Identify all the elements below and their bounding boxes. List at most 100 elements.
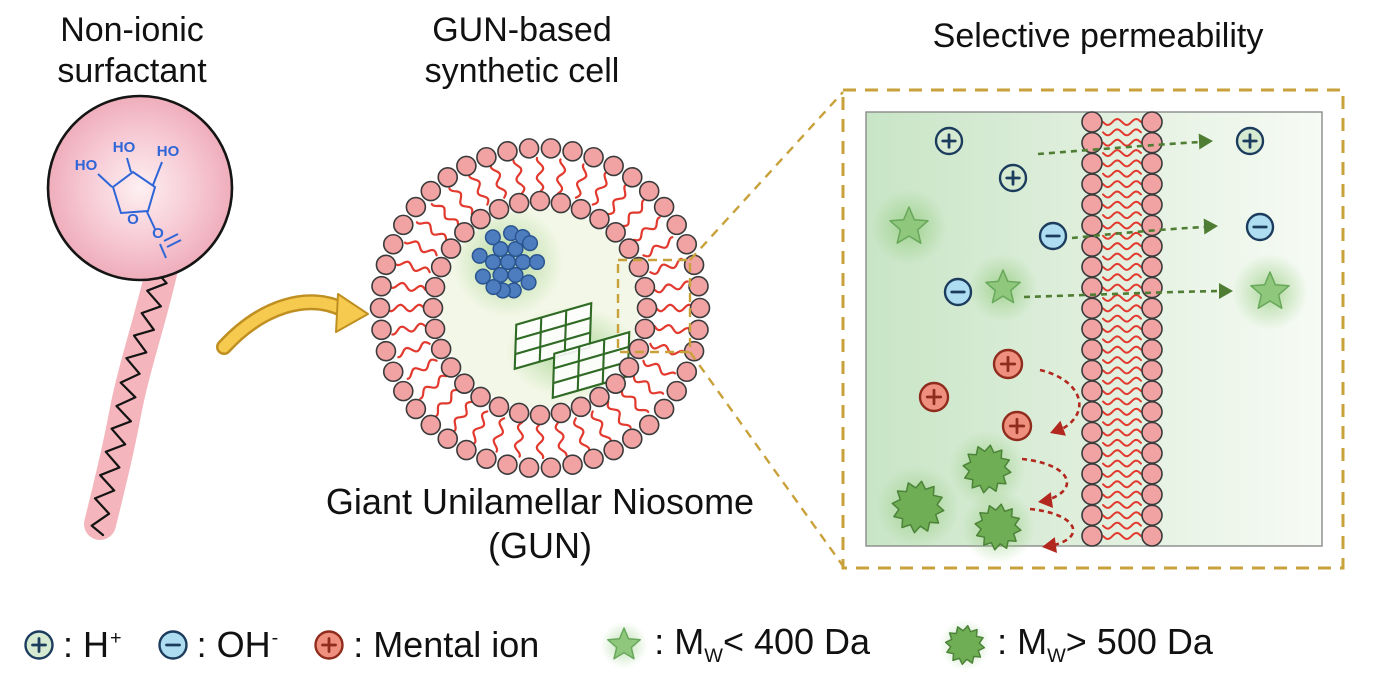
membrane-bead: [1081, 297, 1103, 320]
outer-bead: [689, 297, 711, 319]
membrane-bead: [1141, 256, 1163, 278]
metal-ion: [918, 381, 950, 413]
membrane-bead: [1081, 400, 1103, 423]
outer-bead: [603, 155, 624, 177]
enzyme-dot: [507, 240, 524, 258]
membrane-bead: [1081, 359, 1103, 382]
permeability-panel: [865, 111, 1323, 564]
lipid-tail: [649, 257, 683, 276]
inner-bead: [634, 276, 656, 298]
inner-bead: [628, 256, 650, 278]
inner-bead: [605, 373, 626, 394]
membrane-bead: [1081, 525, 1103, 547]
membrane-tail: [1102, 293, 1142, 302]
metal-ion: [314, 630, 344, 660]
lipid-tail: [606, 400, 632, 429]
oh-minus-ion: [1038, 221, 1068, 251]
membrane-tail: [1102, 366, 1142, 375]
outer-bead: [688, 275, 709, 297]
membrane-tail: [1102, 273, 1142, 282]
lipid-tail: [556, 158, 567, 195]
outer-bead: [497, 141, 518, 162]
inner-bead: [454, 373, 475, 394]
outer-bead: [653, 196, 675, 218]
lipid-tail: [391, 322, 427, 336]
outer-bead: [371, 275, 392, 297]
outer-bead: [540, 457, 562, 478]
bond: [97, 173, 113, 188]
inner-bead: [470, 386, 491, 408]
lipid-tail: [654, 303, 692, 313]
legend-item-metal-ion: : Mental ion: [312, 624, 539, 666]
outer-bead: [476, 448, 497, 470]
permeation-arrow: [1071, 225, 1206, 240]
small-molecule-star: [985, 269, 1021, 304]
outer-bead: [621, 428, 643, 450]
membrane-bead: [1141, 463, 1163, 485]
legend-item-mw-large: : MW> 500 Da: [940, 620, 1213, 670]
membrane-bead: [1081, 194, 1103, 216]
bond: [166, 239, 182, 248]
outer-bead: [405, 196, 427, 218]
inner-bead: [488, 198, 510, 220]
inner-bead: [529, 404, 551, 426]
membrane-bead: [1141, 235, 1163, 257]
inner-bead: [570, 198, 592, 220]
membrane-bead: [1141, 483, 1163, 506]
membrane-tail: [1102, 324, 1142, 334]
membrane-tail: [1102, 428, 1142, 437]
membrane-bead: [1081, 421, 1103, 444]
inner-bead: [508, 402, 530, 424]
membrane-bead: [1081, 483, 1103, 506]
enzyme-dot: [507, 266, 524, 284]
lattice-line: [563, 310, 568, 355]
membrane-bead: [1081, 152, 1103, 175]
membrane-tail: [1102, 283, 1142, 292]
lipid-tail: [395, 260, 431, 274]
enzyme-dot: [484, 229, 501, 246]
lipid-tail: [535, 156, 545, 194]
lipid-tail: [572, 417, 591, 451]
outer-bead: [653, 398, 675, 420]
metal-ion-icon: [314, 630, 344, 660]
membrane-bead: [1081, 463, 1103, 485]
permeation-arrowhead: [1203, 218, 1218, 235]
lipid-tail: [620, 198, 646, 228]
selective-permeability-label: Selective permeability: [932, 17, 1264, 55]
lattice-line: [576, 346, 581, 391]
lipid-tail: [632, 216, 661, 242]
outer-bead: [437, 428, 459, 450]
outer-bead: [382, 361, 404, 383]
inner-bead: [589, 208, 610, 230]
membrane-bead: [1081, 504, 1103, 527]
membrane-bead: [1141, 276, 1163, 299]
outer-bead: [405, 398, 427, 420]
membrane-bead: [1081, 338, 1103, 361]
outer-bead: [638, 414, 660, 436]
membrane-tail: [1102, 242, 1142, 251]
outer-bead: [540, 138, 562, 159]
membrane-tail: [1102, 159, 1142, 168]
outer-bead: [676, 233, 698, 255]
inner-bead: [440, 357, 462, 378]
h-plus-ion-icon: [24, 630, 54, 660]
lipid-tail: [554, 421, 568, 457]
arrow-body: [218, 296, 350, 353]
permeation-arrow: [1037, 140, 1201, 156]
outer-bead: [476, 146, 497, 168]
lattice-sheet: [551, 330, 631, 400]
membrane-tail: [1102, 304, 1142, 313]
inner-bead: [508, 192, 530, 214]
membrane-bead: [1141, 111, 1163, 133]
molecule-label: HO: [113, 139, 136, 156]
zoom-source-box: [616, 258, 692, 354]
enzyme-dot: [520, 274, 537, 291]
inner-bead: [550, 192, 572, 214]
membrane-bead: [1141, 359, 1163, 382]
oh-minus-ion-icon: [157, 630, 188, 660]
membrane-bead: [1141, 400, 1163, 423]
outer-bead: [456, 155, 477, 177]
membrane-bead: [1081, 173, 1103, 195]
lipid-tail: [397, 340, 431, 359]
